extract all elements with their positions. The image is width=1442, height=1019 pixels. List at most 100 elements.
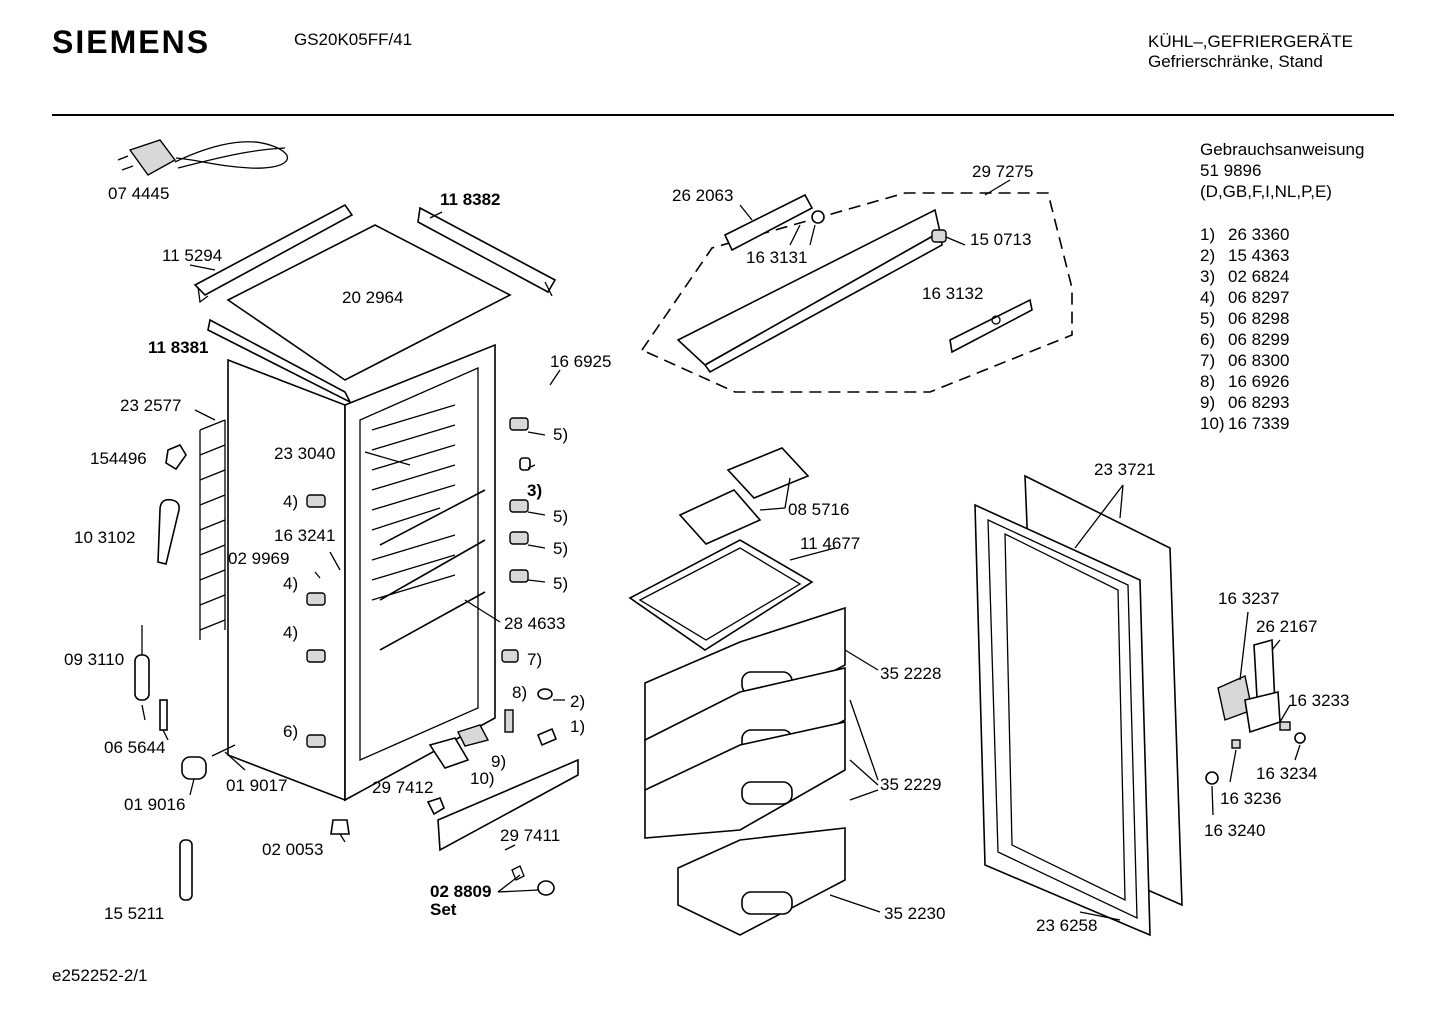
label-163241: 16 3241 bbox=[274, 526, 336, 545]
label-163132: 16 3132 bbox=[922, 284, 984, 303]
legend-callout: 6) bbox=[1200, 330, 1216, 349]
label-236258: 23 6258 bbox=[1036, 916, 1098, 935]
legend-callout: 10) bbox=[1200, 414, 1225, 433]
header-divider bbox=[52, 114, 1394, 116]
legend-part-number: 16 7339 bbox=[1228, 414, 1290, 433]
label-262167: 26 2167 bbox=[1256, 617, 1318, 636]
label-150713: 15 0713 bbox=[970, 230, 1032, 249]
condenser bbox=[199, 419, 226, 640]
legend-part-number: 06 8299 bbox=[1228, 330, 1290, 349]
top-cover-panel bbox=[226, 224, 512, 381]
label-085716: 08 5716 bbox=[788, 500, 850, 519]
legend-row: 9)06 8293 bbox=[1200, 392, 1289, 413]
label-352229: 35 2229 bbox=[880, 775, 942, 794]
freezer-drawers bbox=[644, 606, 846, 936]
power-cord-plug bbox=[117, 139, 289, 176]
legend-part-number: 15 4363 bbox=[1228, 246, 1290, 265]
screw-foot-020053 bbox=[330, 819, 350, 835]
callout-5-d: 5) bbox=[553, 574, 569, 593]
handle-103102 bbox=[157, 498, 180, 565]
label-163234: 16 3234 bbox=[1256, 764, 1318, 783]
manual-title: Gebrauchsanweisung bbox=[1200, 140, 1365, 159]
label-set: Set bbox=[430, 900, 457, 919]
control-board-262063 bbox=[723, 193, 814, 252]
label-155211: 15 5211 bbox=[104, 904, 165, 923]
label-202964: 20 2964 bbox=[342, 288, 404, 307]
label-163131: 16 3131 bbox=[746, 248, 808, 267]
callout-4-a: 4) bbox=[283, 492, 299, 511]
model-number: GS20K05FF/41 bbox=[294, 30, 413, 49]
label-163240: 16 3240 bbox=[1204, 821, 1266, 840]
label-163237: 16 3237 bbox=[1218, 589, 1280, 608]
label-233721: 23 3721 bbox=[1094, 460, 1156, 479]
label-019017: 01 9017 bbox=[226, 776, 288, 795]
label-154496: 154496 bbox=[90, 449, 147, 468]
label-163233: 16 3233 bbox=[1288, 691, 1350, 710]
callout-1: 1) bbox=[570, 717, 586, 736]
legend-callout: 7) bbox=[1200, 351, 1216, 370]
label-074445: 07 4445 bbox=[108, 184, 170, 203]
front-trim bbox=[207, 318, 352, 404]
document-id: e252252-2/1 bbox=[52, 966, 148, 985]
label-163236: 16 3236 bbox=[1220, 789, 1282, 808]
hinge-parts bbox=[1205, 638, 1306, 785]
pin-065644 bbox=[159, 699, 168, 731]
control-assembly-outline bbox=[640, 192, 1073, 393]
label-166925: 16 6925 bbox=[550, 352, 612, 371]
legend-callout: 3) bbox=[1200, 267, 1216, 286]
label-028809: 02 8809 bbox=[430, 882, 492, 901]
legend-callout: 9) bbox=[1200, 393, 1216, 412]
category-subtitle: Gefrierschränke, Stand bbox=[1148, 52, 1323, 71]
bracket-154496 bbox=[165, 443, 187, 471]
control-panel-housing bbox=[676, 208, 941, 366]
callout-2: 2) bbox=[570, 692, 586, 711]
legend-callout: 4) bbox=[1200, 288, 1216, 307]
label-020053: 02 0053 bbox=[262, 840, 324, 859]
cabinet-body bbox=[227, 343, 496, 802]
callout-6: 6) bbox=[283, 722, 299, 741]
label-262063: 26 2063 bbox=[672, 186, 734, 205]
callout-3: 3) bbox=[527, 481, 543, 500]
label-115294: 11 5294 bbox=[162, 246, 223, 265]
legend-part-number: 02 6824 bbox=[1228, 267, 1290, 286]
label-297412: 29 7412 bbox=[372, 778, 434, 797]
legend-row: 10)16 7339 bbox=[1200, 413, 1289, 434]
callout-8: 8) bbox=[512, 683, 528, 702]
leader-lines bbox=[141, 179, 1301, 921]
callout-4-c: 4) bbox=[283, 623, 299, 642]
legend-part-number: 06 8298 bbox=[1228, 309, 1290, 328]
legend-row: 5) 06 8298 bbox=[1200, 308, 1289, 329]
legend-callout: 5) bbox=[1200, 309, 1216, 328]
legend-callout: 2) bbox=[1200, 246, 1216, 265]
knob-163131 bbox=[811, 210, 825, 224]
legend-row: 1)26 3360 bbox=[1200, 224, 1289, 245]
control-cover-plate bbox=[949, 298, 1033, 354]
label-065644: 06 5644 bbox=[104, 738, 166, 757]
label-118382: 11 8382 bbox=[440, 190, 501, 209]
legend-part-number: 16 6926 bbox=[1228, 372, 1290, 391]
manual-number: 51 9896 bbox=[1200, 161, 1262, 180]
part-9 bbox=[457, 724, 490, 747]
legend-part-number: 06 8300 bbox=[1228, 351, 1290, 370]
label-284633: 28 4633 bbox=[504, 614, 566, 633]
cap-028809 bbox=[537, 880, 555, 896]
shelf-supports bbox=[306, 417, 531, 748]
callout-4-b: 4) bbox=[283, 574, 299, 593]
legend-row: 6) 06 8299 bbox=[1200, 329, 1289, 350]
capillary-155211 bbox=[179, 839, 193, 901]
category-title: KÜHL–,GEFRIERGERÄTE bbox=[1148, 32, 1353, 51]
label-093110: 09 3110 bbox=[64, 650, 125, 669]
callout-7: 7) bbox=[527, 650, 543, 669]
ice-packs bbox=[678, 447, 810, 545]
legend-row: 4) 06 8297 bbox=[1200, 287, 1289, 308]
spring-part bbox=[504, 709, 514, 733]
label-352230: 35 2230 bbox=[884, 904, 946, 923]
legend-row: 8)16 6926 bbox=[1200, 371, 1289, 392]
callout-5-a: 5) bbox=[553, 425, 569, 444]
legend-callout: 1) bbox=[1200, 225, 1216, 244]
callout-5-c: 5) bbox=[553, 539, 569, 558]
legend-part-number: 06 8297 bbox=[1228, 288, 1290, 307]
